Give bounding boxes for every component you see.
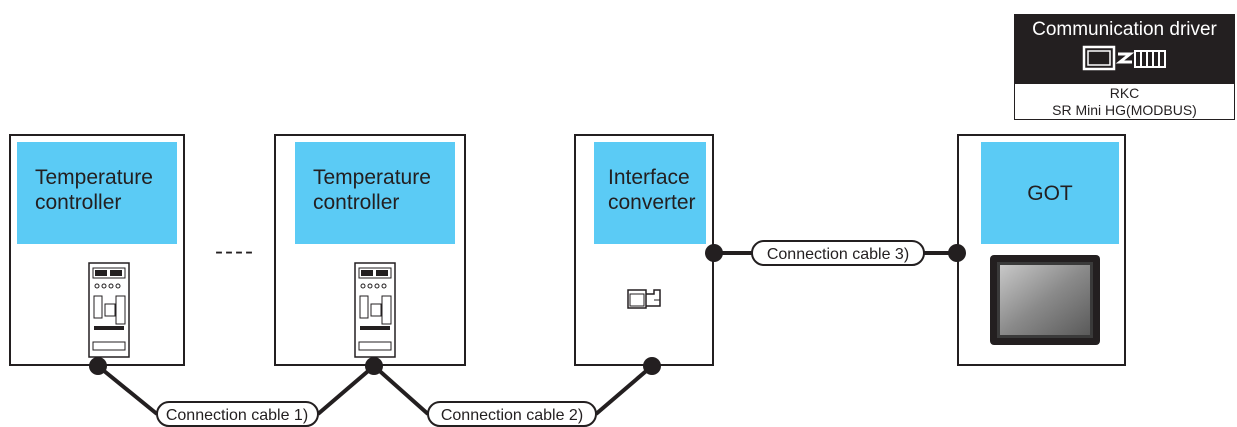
- driver-body: RKC SR Mini HG(MODBUS): [1015, 84, 1234, 119]
- driver-header: Communication driver: [1015, 15, 1234, 84]
- cable-connector-dot: [948, 244, 966, 262]
- cable-3-pill: [751, 240, 925, 266]
- label-line: Interface: [608, 166, 690, 189]
- cable-connector-dot: [643, 357, 661, 375]
- got-label: GOT: [981, 142, 1119, 244]
- interface-converter-label: Interface converter: [594, 142, 706, 244]
- cable-3-label: Connection cable 3): [767, 246, 909, 263]
- label-line: converter: [608, 191, 696, 214]
- temperature-controller-2-label: Temperature controller: [295, 142, 455, 244]
- cable-2-label: Connection cable 2): [441, 407, 583, 424]
- cable-1-label: Connection cable 1): [166, 407, 308, 424]
- label-line: controller: [35, 191, 122, 214]
- driver-icon: [1082, 45, 1166, 71]
- label-line: controller: [313, 191, 400, 214]
- label-line: Temperature: [35, 166, 153, 189]
- got-screen-icon: [990, 255, 1100, 345]
- temperature-controller-1-box: Temperature controller: [9, 134, 185, 366]
- interface-converter-icon: [627, 289, 661, 309]
- temperature-controller-icon: [354, 262, 396, 358]
- driver-maker: RKC: [1109, 85, 1140, 101]
- got-box: GOT: [957, 134, 1126, 366]
- interface-converter-box: Interface converter: [574, 134, 714, 366]
- communication-driver-box: Communication driver RKC SR Mini HG(MODB…: [1014, 14, 1235, 120]
- driver-model: SR Mini HG(MODBUS): [1052, 102, 1197, 118]
- temperature-controller-icon: [88, 262, 130, 358]
- cable-connector-dot: [365, 357, 383, 375]
- cable-1-pill: [156, 401, 319, 427]
- temperature-controller-1-label: Temperature controller: [17, 142, 177, 244]
- temperature-controller-2-box: Temperature controller: [274, 134, 466, 366]
- driver-title: Communication driver: [1032, 19, 1217, 40]
- cable-connector-dot: [89, 357, 107, 375]
- connection-cable-3: Connection cable 3): [705, 240, 966, 266]
- connection-cable-1: Connection cable 1): [89, 357, 376, 427]
- cable-connector-dot: [705, 244, 723, 262]
- connection-cable-2: Connection cable 2): [365, 357, 661, 427]
- ellipsis: ----: [215, 238, 255, 265]
- label-line: Temperature: [313, 166, 431, 189]
- cable-2-pill: [427, 401, 597, 427]
